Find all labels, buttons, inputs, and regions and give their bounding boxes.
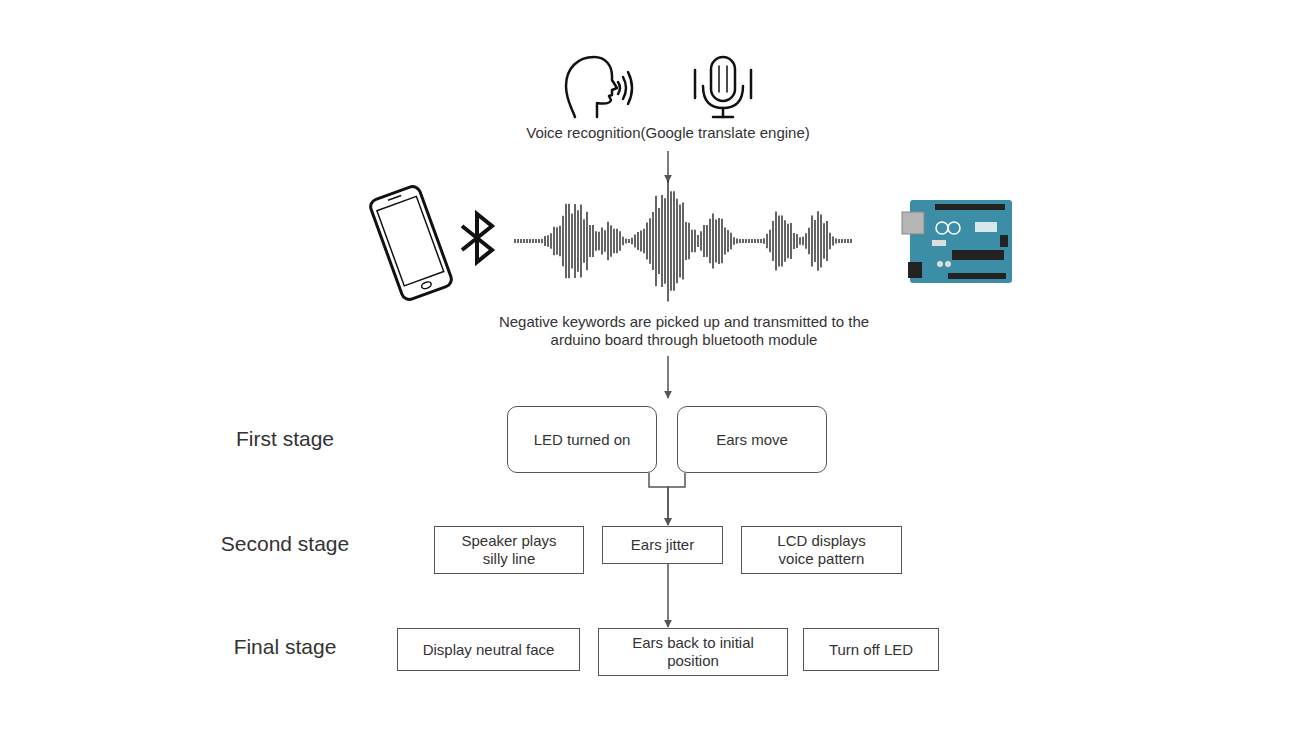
box-text: Turn off LED [829, 641, 913, 659]
stage-box: Ears back to initial position [598, 628, 788, 676]
box-text: Speaker plays silly line [453, 532, 565, 568]
annotation-text: Negative keywords are picked up and tran… [484, 313, 884, 349]
flow-arrow [667, 356, 669, 398]
flow-arrow [667, 564, 669, 627]
stage-label: Final stage [185, 635, 385, 659]
stage-box-rounded: LED turned on [507, 406, 657, 473]
stage-box: LCD displays voice pattern [741, 526, 902, 574]
speaker-head-icon [566, 57, 632, 117]
stage-box: Display neutral face [397, 628, 580, 671]
box-text: Ears move [716, 431, 788, 449]
box-text: Display neutral face [423, 641, 555, 659]
flow-arrow [667, 151, 669, 182]
stage-box: Turn off LED [803, 628, 939, 671]
stage-box: Ears jitter [602, 526, 723, 564]
microphone-icon [695, 57, 751, 117]
arduino-board [902, 200, 1012, 283]
sound-waveform [515, 181, 851, 302]
box-text: LED turned on [534, 431, 631, 449]
annotation-text: Voice recognition(Google translate engin… [458, 124, 878, 142]
flow-arrow [649, 473, 668, 525]
stage-label: Second stage [185, 532, 385, 556]
stage-box: Speaker plays silly line [434, 526, 584, 574]
box-text: Ears back to initial position [608, 634, 778, 670]
box-text: Ears jitter [631, 536, 694, 554]
stage-label: First stage [185, 427, 385, 451]
box-text: LCD displays voice pattern [762, 532, 882, 568]
flow-arrow [668, 473, 685, 525]
bluetooth-symbol [462, 214, 492, 262]
stage-box-rounded: Ears move [677, 406, 827, 473]
phone-icon [368, 184, 453, 301]
